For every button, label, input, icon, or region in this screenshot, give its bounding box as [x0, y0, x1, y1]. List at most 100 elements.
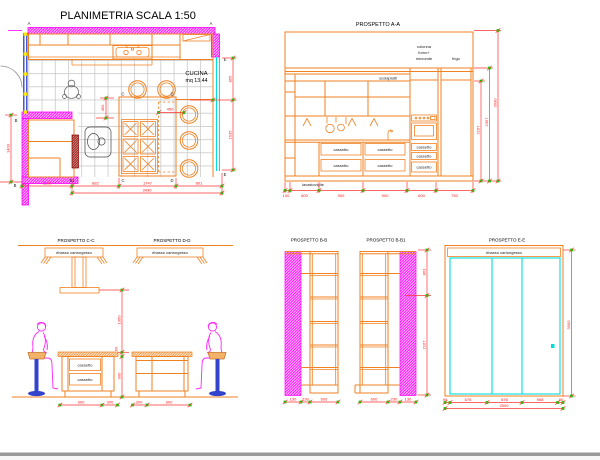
- marker-a-right: A: [210, 21, 213, 26]
- cc-dims-bottom: 900 300: [57, 399, 121, 408]
- cassetto-label: cassetto: [378, 163, 394, 168]
- dim-bottom-2: 882: [92, 181, 99, 186]
- dd-dims-bottom: 300 900: [129, 399, 193, 408]
- bb-title: PROSPETTO B-B: [291, 238, 327, 243]
- bb-unit: [284, 251, 339, 396]
- ee-dim-r: 3000: [566, 320, 571, 330]
- dim-island-v: 450: [100, 104, 105, 111]
- cassetto-label: cassetto: [417, 154, 433, 159]
- window: [23, 32, 28, 114]
- dd-counter: [131, 351, 193, 397]
- cassetto-label: cassetto: [378, 147, 394, 152]
- cassetto-label: cassetto: [78, 363, 94, 368]
- marker-d-bottom: D: [170, 178, 173, 183]
- scolapiatti-label: scolapiatti: [379, 76, 397, 81]
- ribasso-label: ribasso cartongesso: [486, 250, 523, 255]
- bb1-dim-3: 130: [405, 396, 412, 401]
- bb1-unit: [354, 251, 417, 396]
- oven: [411, 114, 437, 140]
- aa-dim-r1: 2167: [476, 125, 481, 135]
- prospetto-ee: PROSPETTO E-E ribasso cartongesso 95 676…: [442, 238, 576, 412]
- person-left: [27, 321, 59, 397]
- colonna-label: forno+: [418, 50, 430, 55]
- cassetto-label: cassetto: [334, 163, 350, 168]
- cc-dim-b1: 900: [78, 399, 85, 404]
- ee-dim-3: 676: [501, 397, 508, 402]
- marker-c-top: C: [121, 92, 124, 97]
- aa-dim-2: 600: [301, 193, 308, 198]
- cc-title: PROSPETTO C-C: [58, 238, 96, 243]
- dim-bottom-3: 1747: [143, 181, 153, 186]
- prospetto-bb: PROSPETTO B-B PROSPETTO B-B1 130: [282, 238, 431, 405]
- island-overhang-dashed: [158, 101, 176, 173]
- room-area: mq 13.44: [185, 78, 207, 84]
- room-name: CUCINA: [185, 71, 207, 77]
- aa-dim-4: 900: [382, 193, 389, 198]
- aa-dims-right: 2167 2367 3030: [474, 27, 501, 184]
- aa-dim-3: 900: [338, 193, 345, 198]
- cc-counter: cassetto cassetto: [57, 351, 119, 397]
- door-swing: [0, 65, 23, 88]
- glass-wall: [215, 57, 221, 171]
- bottom-margin: [0, 456, 600, 460]
- cc-dim-v3: 900: [117, 372, 122, 379]
- cassetto-label: cassetto: [334, 147, 350, 152]
- bb-dim-2: 230: [302, 396, 309, 401]
- cassetto-label: cassetto: [417, 145, 433, 150]
- dim-bottom-4: 801: [196, 181, 203, 186]
- cc-dim-v2: 60: [114, 346, 119, 351]
- prospetto-cc-dd: PROSPETTO C-C PROSPETTO D-D ribasso cart…: [12, 238, 238, 408]
- colonna-label: micronde: [416, 56, 433, 61]
- marker-d-top: D: [170, 92, 173, 97]
- cassetto-label: cassetto: [417, 165, 433, 170]
- floor-plan: PLANIMETRIA SCALA 1:50: [0, 10, 237, 206]
- dd-dim-b2: 900: [166, 399, 173, 404]
- ee-dim-1: 95: [443, 397, 448, 402]
- dim-right-2: 1635: [228, 130, 233, 140]
- plan-dimensions: 1400 1100 882 1747 801 3430 865 1635 450…: [0, 55, 237, 196]
- island: [118, 96, 177, 177]
- ribasso-dd: ribasso cartongesso: [132, 247, 208, 265]
- drawers: cassetto cassetto cassetto cassetto cass…: [320, 143, 437, 173]
- dim-right-1: 865: [228, 75, 233, 82]
- ee-dim-total: 2500: [500, 403, 510, 408]
- tall-unit-section-cut: [71, 134, 79, 169]
- prospetto-aa: PROSPETTO A-A scolapiatti: [282, 22, 501, 198]
- cc-dim-vertical: 1350 60 900: [99, 287, 129, 400]
- cc-dim-v1: 1350: [117, 315, 122, 325]
- bb1-dim-r2: 2167: [422, 340, 427, 350]
- backsplash-decor: [302, 117, 393, 140]
- aa-dim-r3: 3030: [493, 98, 498, 108]
- person-plan-1: [62, 79, 81, 99]
- dim-bottom-1: 1100: [43, 181, 52, 186]
- hood-pedestal: [59, 256, 100, 294]
- aa-dim-1: 100: [283, 193, 290, 198]
- cc-dim-b2: 300: [107, 399, 114, 404]
- dim-bottom-total: 3430: [143, 188, 153, 193]
- aa-dim-5: 600: [418, 193, 425, 198]
- marker-a-left: A: [28, 21, 31, 26]
- bb-dim-3: 600: [321, 396, 328, 401]
- ee-dim-4: 968: [537, 397, 544, 402]
- person-right: [195, 321, 227, 397]
- aa-dim-r2: 2367: [484, 117, 489, 127]
- bb-dims: 130 230 600 600 230 130: [282, 396, 419, 405]
- ee-dims: 95 676 676 968 80 2500 3000: [442, 247, 576, 412]
- marker-e-top: E: [224, 57, 227, 62]
- aa-title: PROSPETTO A-A: [356, 22, 401, 28]
- ee-dim-5: 80: [559, 397, 564, 402]
- bottom-divider: [0, 452, 600, 456]
- person-plan-2: [84, 126, 112, 158]
- right-counter: [176, 59, 214, 177]
- door-handle: [551, 344, 555, 348]
- frigo-label: frigo: [452, 56, 461, 61]
- ee-dim-2: 676: [465, 397, 472, 402]
- aa-dim-6: 750: [451, 193, 458, 198]
- bb1-dim-1: 600: [371, 396, 378, 401]
- marker-b-bottom: B: [14, 183, 17, 188]
- aa-dims-bottom: 100 600 900 900 600 750: [282, 182, 476, 198]
- cassetto-label: cassetto: [78, 377, 94, 382]
- dim-left: 1400: [6, 143, 11, 153]
